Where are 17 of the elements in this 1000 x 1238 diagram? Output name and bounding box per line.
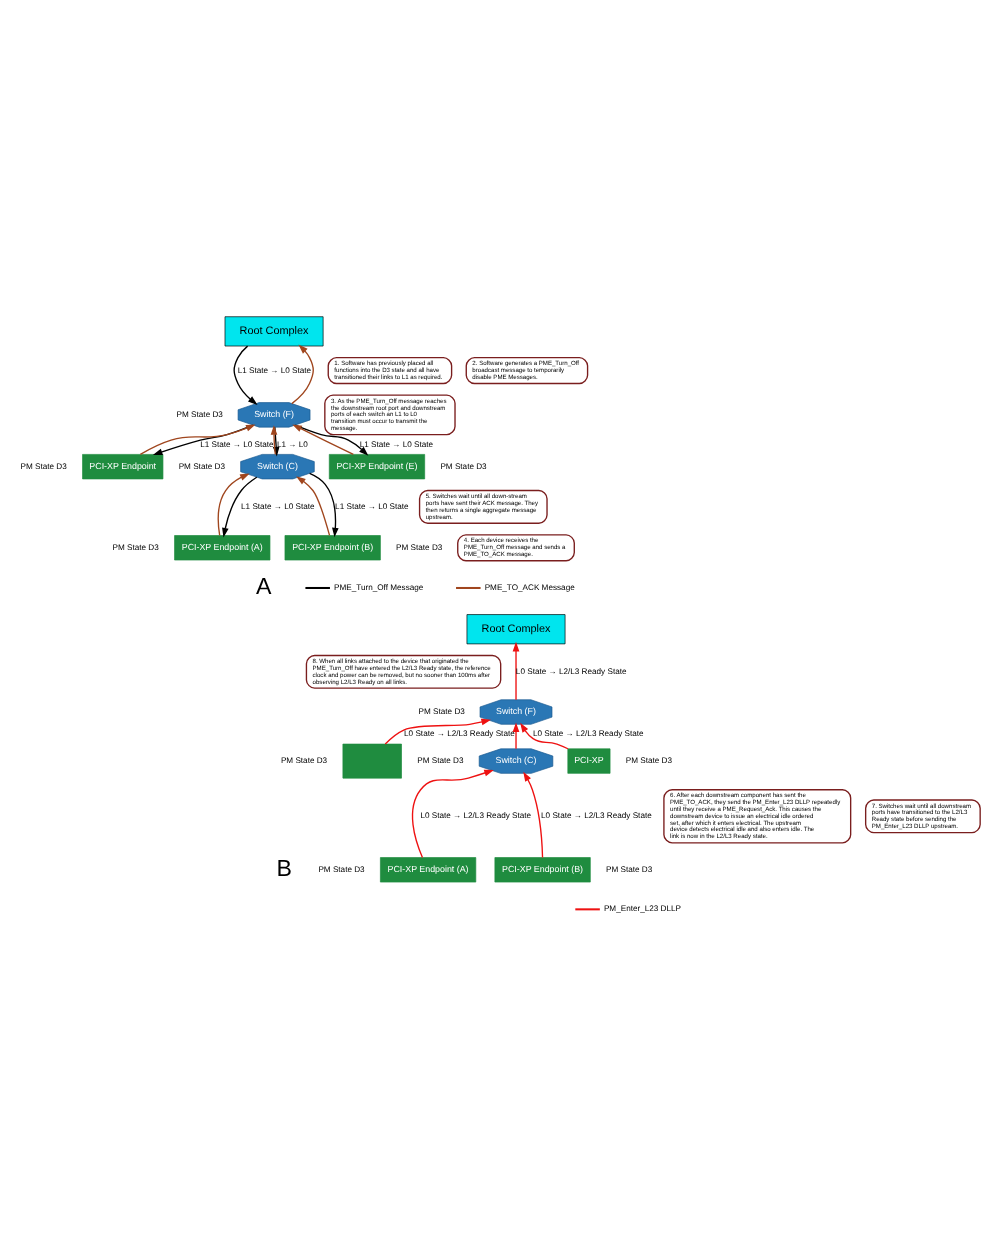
arrow [292,424,354,456]
arrow [520,722,569,750]
arrow [411,769,494,859]
arrow [291,344,314,405]
node-box [342,743,402,779]
arrow [217,473,250,536]
arrow [294,424,369,456]
arrow [523,771,544,859]
arrow [512,641,520,701]
arrow [296,476,331,536]
label: B [276,857,293,882]
arrow [384,718,491,745]
arrow [233,345,258,405]
arrow [308,472,339,538]
label: A [256,575,272,600]
arrow [222,476,258,538]
arrow [512,722,520,750]
